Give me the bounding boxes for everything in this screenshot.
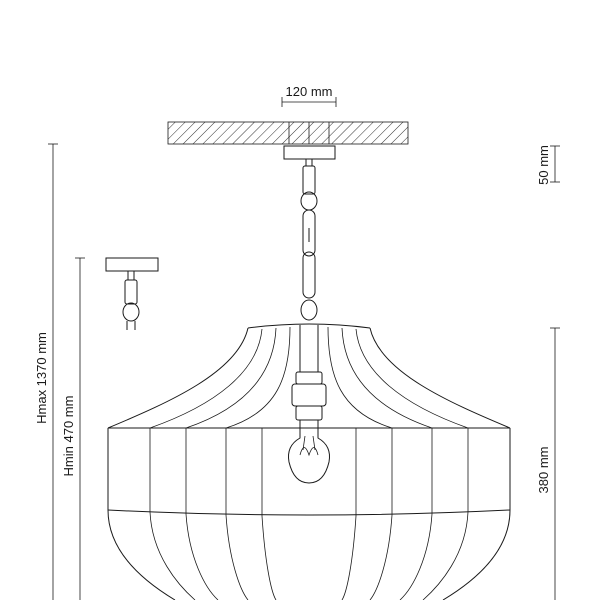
ceiling-hatch-icon [167,121,409,145]
height-min-dimension: Hmin 470 mm [61,257,85,600]
lamp-shade [107,323,511,600]
canopy-width-label: 120 mm [286,84,333,99]
suspension-chain [300,165,318,321]
light-bulb-icon [288,420,330,484]
shade-height-label: 380 mm [536,447,551,494]
height-max-label: Hmax 1370 mm [34,332,49,424]
canopy-height-dimension: 50 mm [536,145,560,185]
height-max-dimension: Hmax 1370 mm [34,143,58,600]
canopy-width-dimension: 120 mm [281,84,337,107]
canopy-height-label: 50 mm [536,145,551,185]
shade-height-dimension: 380 mm [536,327,560,600]
short-suspension-detail [105,257,159,330]
height-min-label: Hmin 470 mm [61,396,76,477]
lamp-socket [291,325,327,421]
ceiling-canopy [283,145,336,166]
